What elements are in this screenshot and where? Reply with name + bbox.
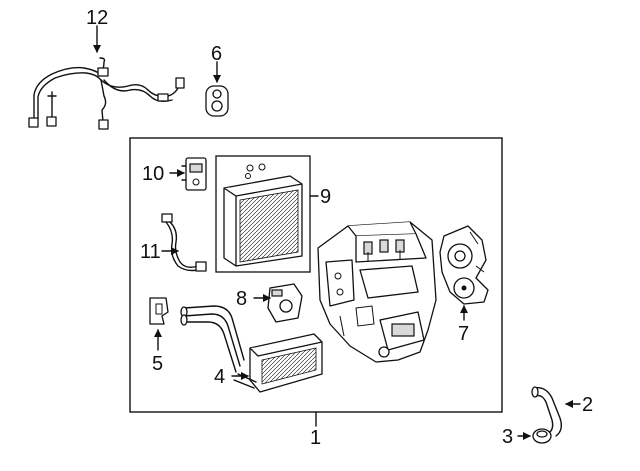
callout-2: 2 — [582, 394, 593, 416]
evaporator-part — [223, 163, 303, 267]
bracket-part — [149, 297, 169, 325]
seal-part — [532, 428, 552, 444]
expansion-valve-part — [181, 157, 207, 191]
callout-9: 9 — [320, 186, 331, 208]
callout-3: 3 — [502, 426, 513, 448]
hvac-housing-part — [317, 221, 437, 363]
sensor-wire-part — [161, 213, 207, 272]
callout-4: 4 — [214, 366, 225, 388]
evaporator-box — [215, 155, 311, 273]
callout-10: 10 — [142, 163, 164, 185]
callout-12: 12 — [86, 7, 108, 29]
callout-7: 7 — [458, 323, 469, 345]
callout-6: 6 — [211, 43, 222, 65]
grommet-part — [205, 85, 229, 117]
heater-core-part — [180, 305, 323, 393]
callout-8: 8 — [236, 288, 247, 310]
callout-1: 1 — [310, 427, 321, 449]
drain-hose-part — [531, 386, 563, 437]
callout-5: 5 — [152, 353, 163, 375]
callout-11: 11 — [140, 241, 161, 263]
blower-motor-part — [439, 225, 489, 305]
wire-harness-part — [28, 57, 185, 130]
servo-motor-part — [267, 283, 303, 323]
